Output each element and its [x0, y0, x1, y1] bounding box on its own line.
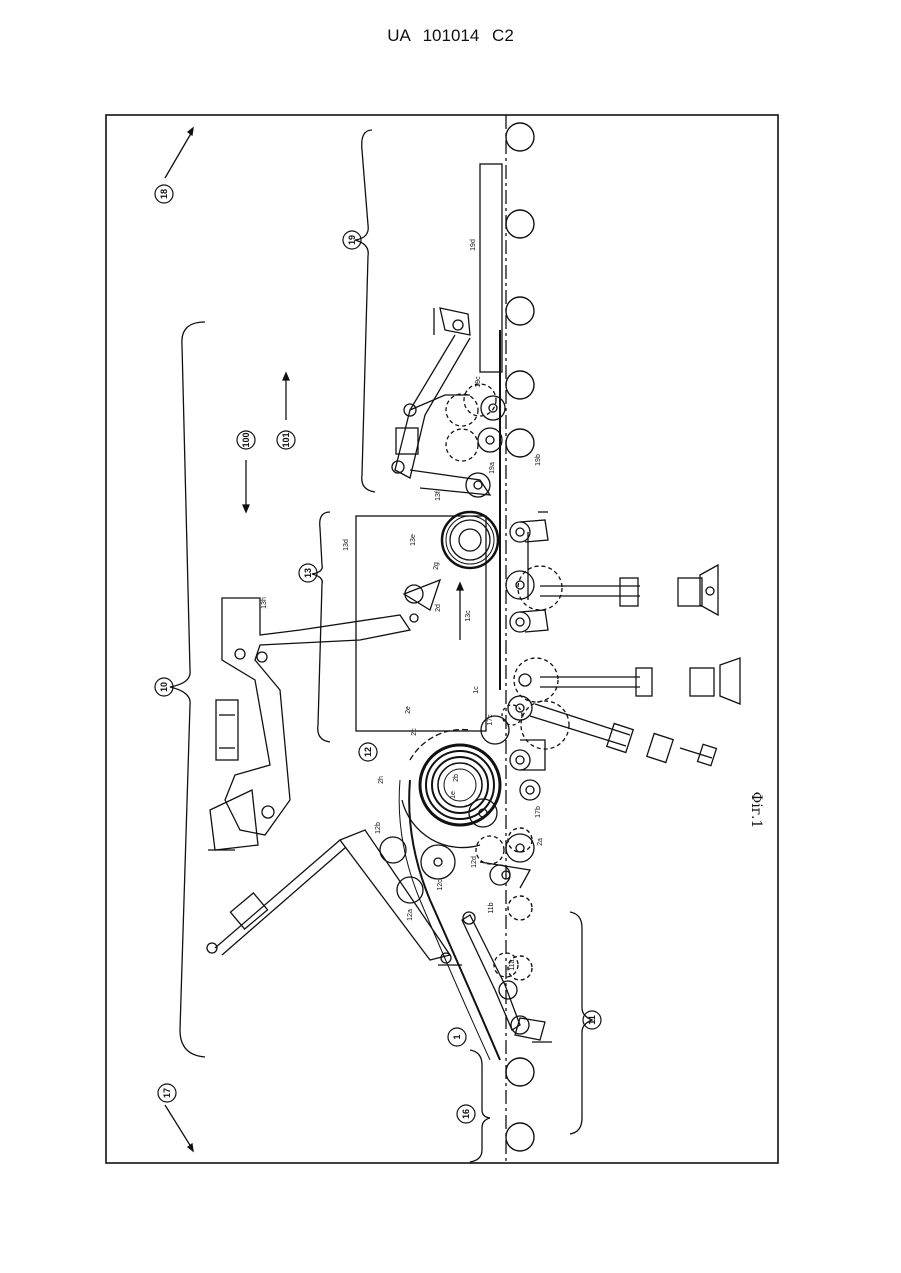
label-100: 100	[241, 432, 251, 447]
part-12d: 12d	[471, 856, 478, 868]
part-17c: 17c	[487, 714, 494, 726]
part-13c: 13c	[465, 610, 472, 622]
part-12b: 12b	[375, 822, 382, 834]
drawing-frame	[106, 115, 778, 1163]
figure-caption: Фіг.1	[748, 792, 764, 829]
plate-19d	[480, 164, 502, 372]
part-2h: 2h	[378, 776, 385, 784]
part-13h: 13h	[261, 597, 268, 609]
part-13f: 13f	[435, 491, 442, 501]
lower-coil	[402, 729, 500, 847]
part-19c: 19c	[475, 376, 482, 388]
part-13d: 13d	[343, 539, 350, 551]
label-17: 17	[162, 1088, 172, 1098]
linkage-11	[462, 912, 552, 1042]
label-12: 12	[363, 747, 373, 757]
part-12a: 12a	[407, 909, 414, 921]
label-18: 18	[159, 189, 169, 199]
upper-coil	[442, 512, 498, 568]
part-2g: 2g	[433, 562, 440, 570]
cylinder-left	[207, 830, 462, 965]
cylinders-right	[506, 512, 740, 800]
part-1e: 1e	[450, 791, 457, 799]
label-13: 13	[303, 568, 313, 578]
part-11a: 11a	[509, 959, 516, 970]
label-1: 1	[452, 1034, 462, 1039]
part-19b: 19b	[535, 454, 542, 466]
part-2b: 2b	[453, 774, 460, 782]
roller-table	[506, 123, 534, 1151]
label-19: 19	[347, 235, 357, 245]
part-2c: 2c	[411, 728, 418, 736]
label-11: 11	[587, 1015, 597, 1025]
label-16: 16	[461, 1109, 471, 1119]
part-2a: 2a	[537, 838, 544, 846]
part-17b: 17b	[535, 806, 542, 818]
part-1c: 1c	[473, 686, 480, 694]
part-2e: 2e	[405, 706, 412, 714]
part-19a: 19a	[489, 462, 496, 474]
strip-1	[409, 780, 500, 1060]
label-101: 101	[281, 432, 291, 447]
part-11b: 11b	[488, 902, 495, 913]
part-13e: 13e	[410, 534, 417, 546]
part-19d: 19d	[470, 239, 477, 251]
label-10: 10	[159, 682, 169, 692]
part-2d: 2d	[435, 604, 442, 612]
part-12c: 12c	[437, 879, 444, 891]
